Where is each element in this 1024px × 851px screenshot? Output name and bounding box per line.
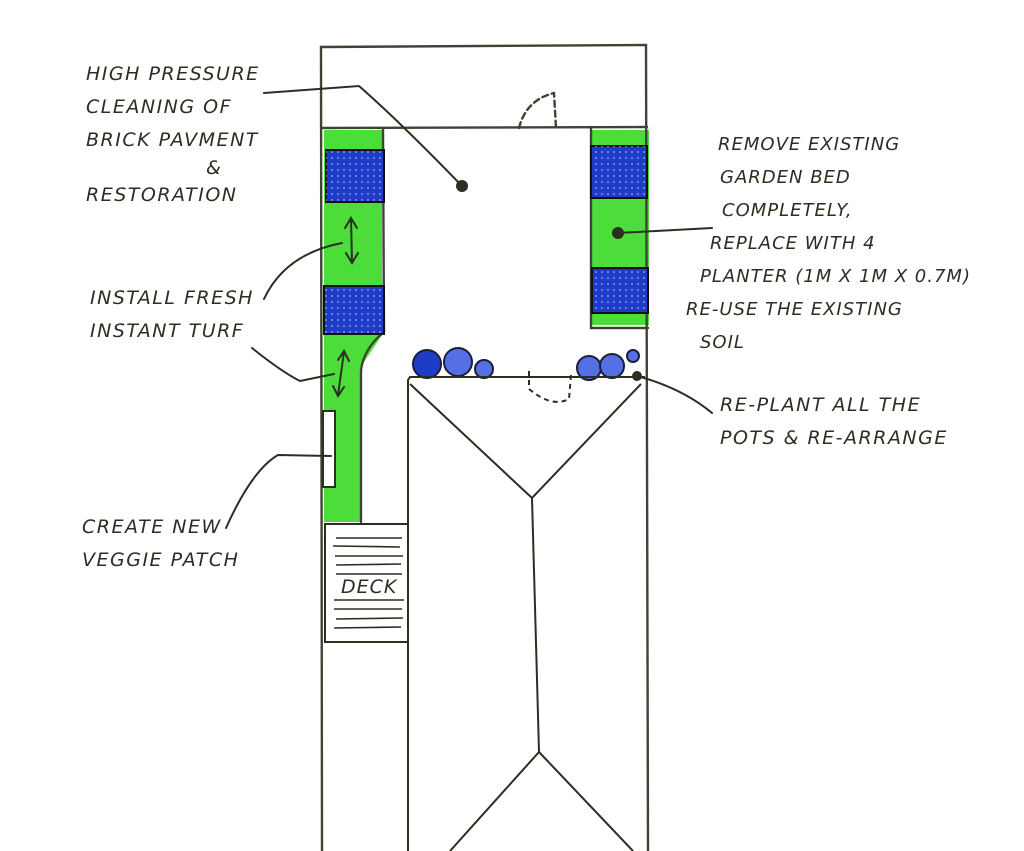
planter-box [325, 149, 385, 203]
note-install-turf: Install fresh instant turf [90, 282, 254, 348]
pots [412, 347, 640, 381]
site-boundary [319, 43, 650, 851]
note-line: Install fresh [90, 287, 254, 309]
note-line: Remove existing [718, 134, 901, 155]
note-line: restoration [86, 184, 238, 206]
pot [474, 359, 494, 379]
note-garden-bed: Remove existing garden bed completely, r… [686, 128, 971, 359]
leader-line [251, 347, 335, 383]
planters [323, 145, 649, 335]
note-line: replace with 4 [710, 233, 876, 254]
pot [626, 349, 640, 363]
double-arrow-icon [332, 349, 350, 398]
note-line: Re-plant all the [720, 394, 922, 416]
leader-dot [612, 227, 624, 239]
note-line: re-use the existing [686, 299, 903, 320]
note-veggie-patch: Create new veggie patch [82, 511, 239, 577]
leader-dot [456, 180, 468, 192]
house-outline [407, 376, 645, 851]
deck [324, 523, 409, 643]
note-line: garden bed [720, 167, 851, 188]
planter-box [591, 267, 649, 314]
note-line: & [206, 157, 223, 179]
door-swing [528, 371, 572, 403]
planter-box [323, 285, 385, 335]
roof-hip-lines [409, 383, 642, 851]
leader-dot [632, 371, 642, 381]
double-arrow-icon [344, 216, 359, 265]
note-line: brick pavment [86, 129, 259, 151]
pot [412, 349, 442, 379]
leader-line [636, 375, 713, 414]
note-line: cleaning of [86, 96, 233, 118]
leader-line [617, 227, 713, 234]
note-line: instant turf [90, 320, 245, 342]
deck-label: Deck [341, 576, 398, 598]
note-line: planter (1m x 1m x 0.7m) [700, 266, 971, 287]
planter-box [590, 145, 648, 199]
note-line: veggie patch [82, 549, 240, 571]
note-line: soil [700, 332, 745, 353]
leader-line [263, 242, 343, 300]
note-line: High pressure [86, 63, 260, 85]
note-replant-pots: Re-plant all the pots & re-arrange [720, 389, 948, 455]
pot [443, 347, 473, 377]
note-line: completely, [722, 200, 853, 221]
note-line: pots & re-arrange [720, 427, 948, 449]
gate-swing [517, 91, 558, 130]
note-pressure-cleaning: High pressure cleaning of brick pavment … [86, 58, 260, 212]
pot [599, 353, 625, 379]
leader-line [263, 84, 463, 187]
leader-line [225, 453, 332, 529]
back-boundary-line [319, 125, 649, 130]
note-line: Create new [82, 516, 222, 538]
veggie-patch [322, 410, 336, 488]
